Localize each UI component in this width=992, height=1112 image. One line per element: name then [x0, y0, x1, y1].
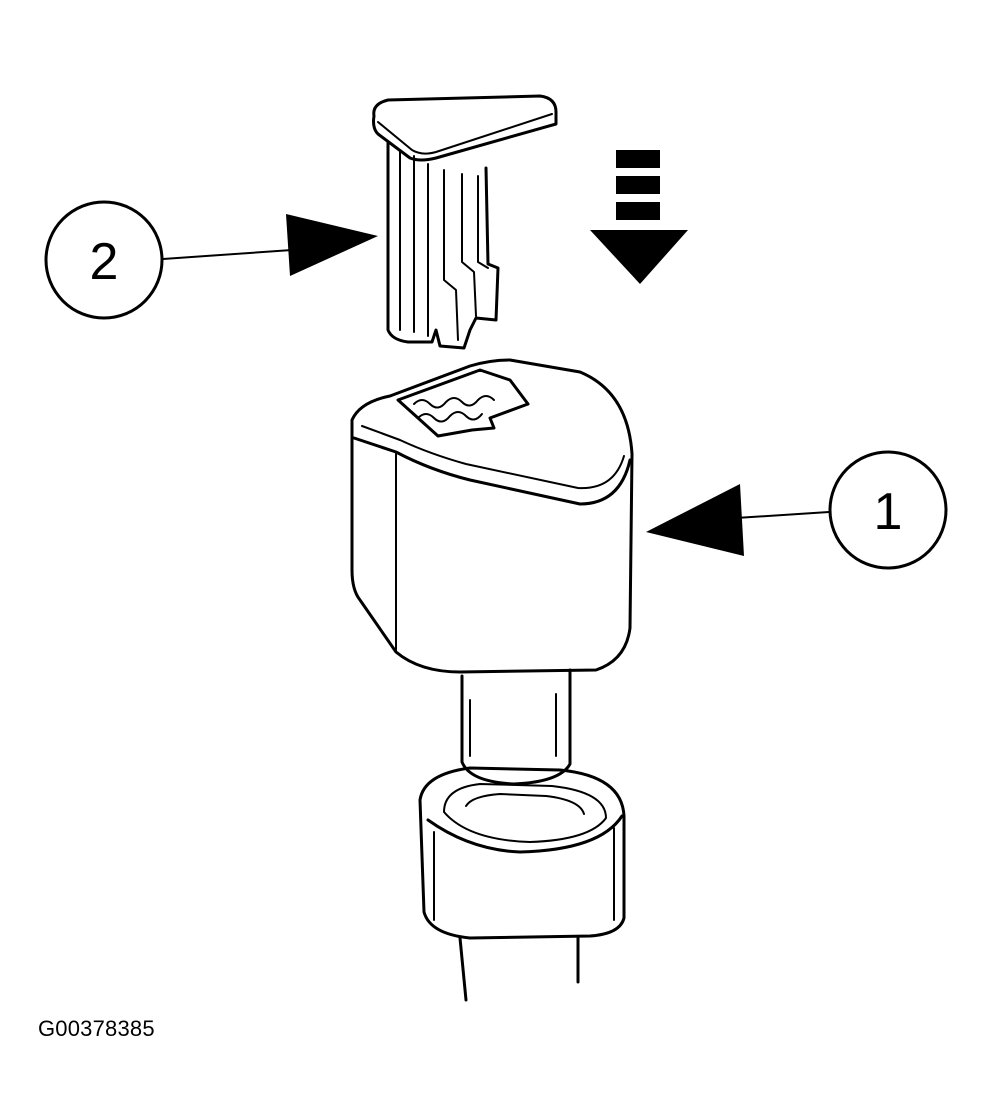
- callout-1-label: 1: [874, 483, 903, 541]
- locking-clip: [372, 94, 558, 350]
- callout-2-label: 2: [90, 233, 119, 291]
- callout-1-arrowhead-icon: [646, 484, 744, 556]
- callout-2: 2: [44, 200, 378, 320]
- insertion-direction-arrow-icon: [590, 150, 688, 284]
- figure-id: G00378385: [38, 1016, 155, 1041]
- connector-body: [350, 358, 634, 786]
- callout-2-arrowhead-icon: [286, 214, 378, 276]
- mating-port: [418, 766, 626, 1002]
- callout-1: 1: [646, 450, 948, 570]
